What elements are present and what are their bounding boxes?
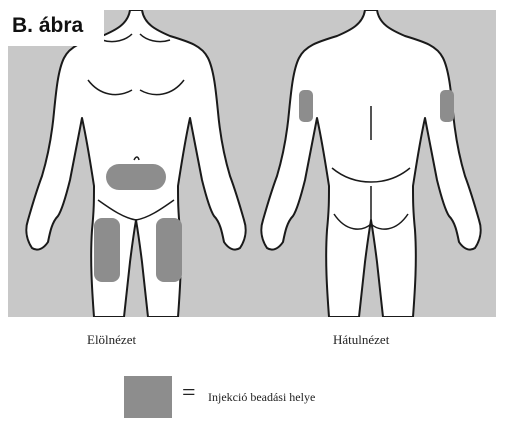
body-silhouettes: [8, 10, 496, 317]
injection-site-left-thigh: [94, 218, 120, 282]
legend-text: Injekció beadási helye: [208, 390, 315, 405]
legend-equals: =: [182, 380, 196, 407]
back-view-figure: [261, 10, 480, 317]
figure-title: B. ábra: [12, 14, 83, 38]
legend-swatch: [124, 376, 172, 418]
front-body-outline: [26, 10, 245, 317]
injection-site-left-upper-arm: [299, 90, 313, 122]
injection-site-right-thigh: [156, 218, 182, 282]
front-view-label: Elölnézet: [87, 332, 136, 348]
injection-site-abdomen: [106, 164, 166, 190]
back-body-outline: [261, 10, 480, 317]
back-view-label: Hátulnézet: [333, 332, 389, 348]
front-view-figure: [26, 10, 245, 317]
injection-site-right-upper-arm: [440, 90, 454, 122]
body-diagram-panel: B. ábra: [8, 10, 496, 317]
figure-title-box: B. ábra: [8, 10, 104, 46]
